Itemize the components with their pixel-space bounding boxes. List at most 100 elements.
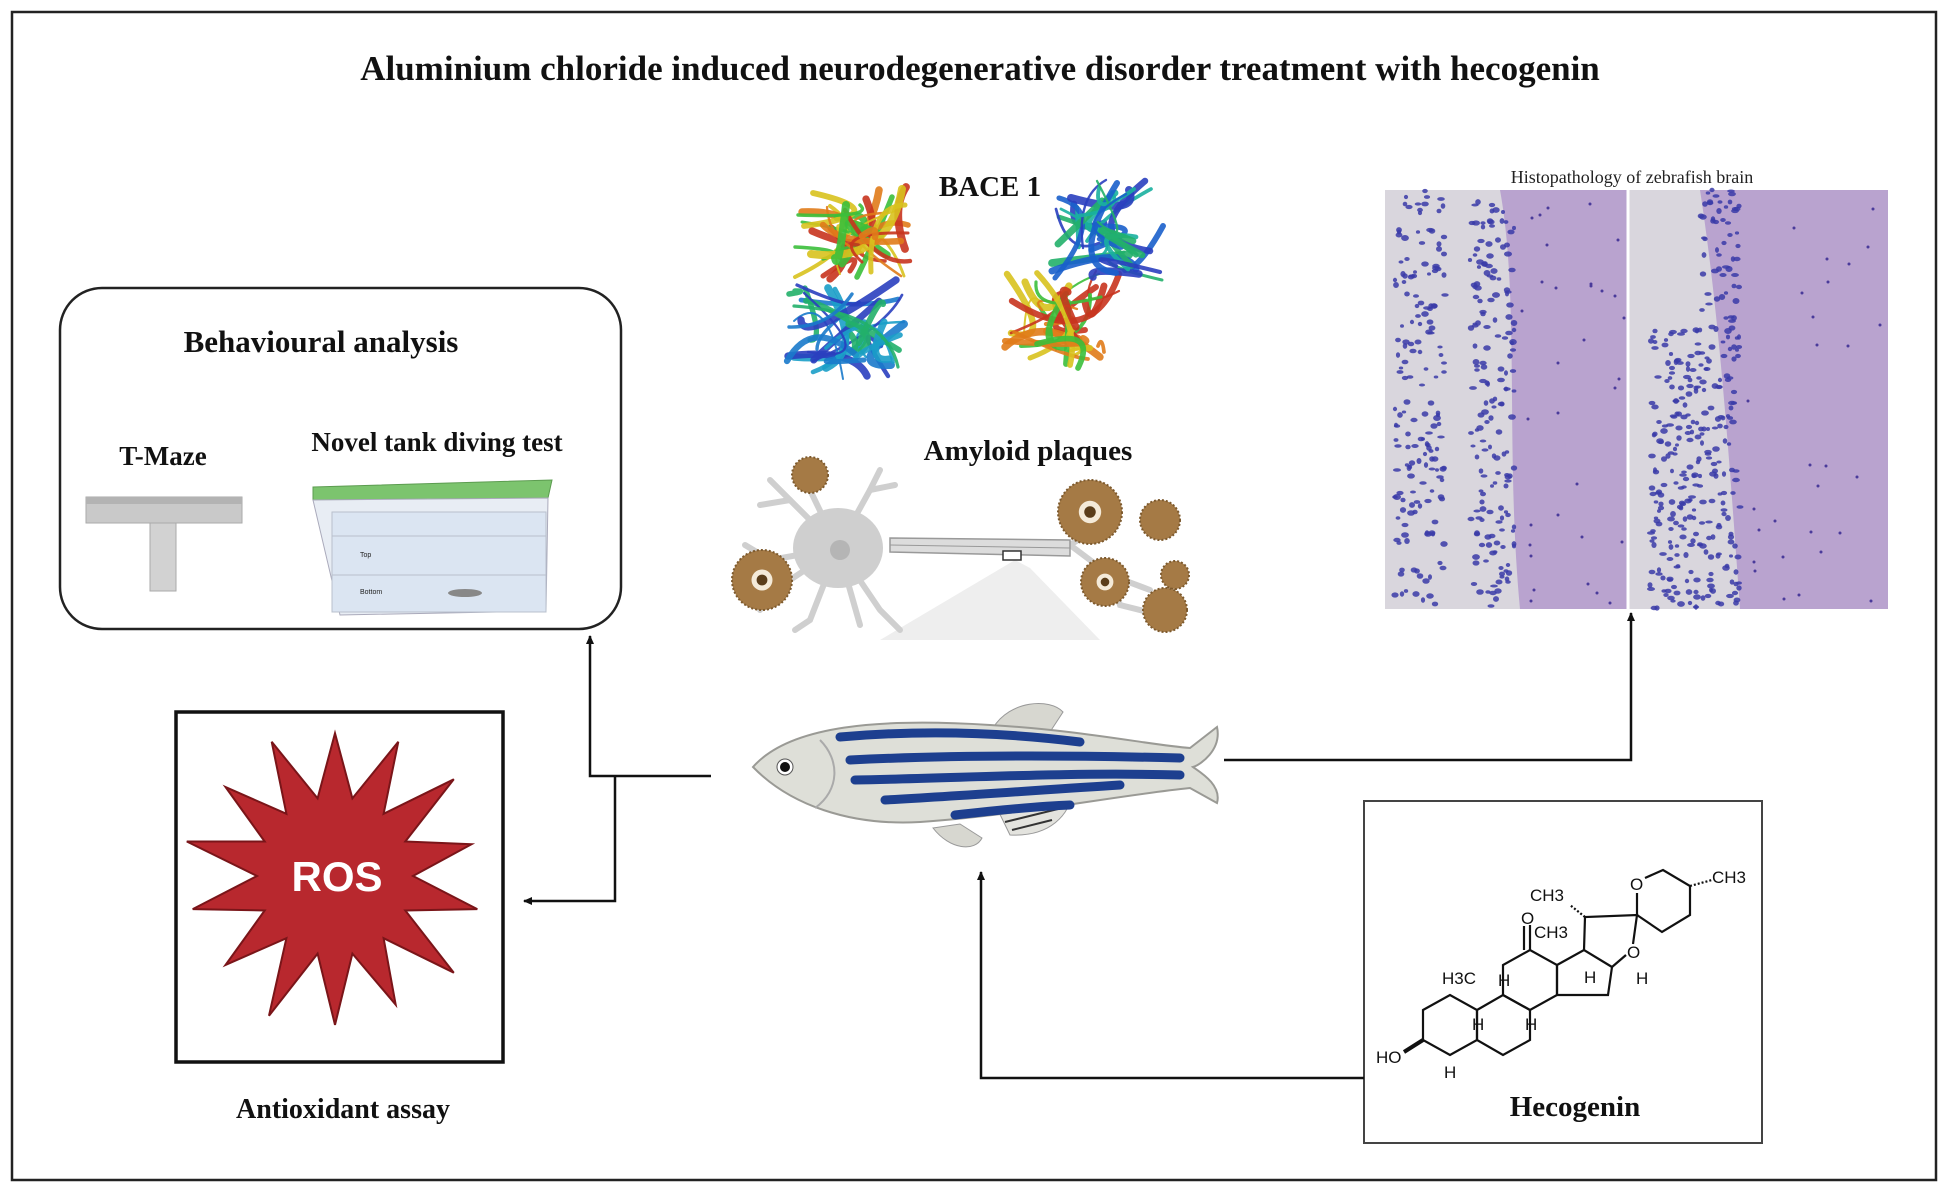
cell-nucleus xyxy=(1403,399,1411,405)
amyloid-plaque xyxy=(1139,499,1181,541)
cell-nucleus xyxy=(1677,524,1685,528)
ros-text: ROS xyxy=(291,853,382,900)
cell-nucleus xyxy=(1701,387,1707,393)
cell-nucleus xyxy=(1670,468,1674,474)
cell-nucleus xyxy=(1480,364,1488,370)
cell-nucleus xyxy=(1684,498,1692,504)
cell-nucleus xyxy=(1725,334,1731,340)
amyloid-plaque xyxy=(1160,560,1190,590)
cell-nucleus xyxy=(1688,495,1696,499)
cell-nucleus xyxy=(1753,569,1757,573)
cell-nucleus xyxy=(1723,373,1731,379)
arrow-to-antioxidant xyxy=(523,776,617,905)
cell-nucleus xyxy=(1504,290,1512,294)
cell-nucleus xyxy=(1723,424,1729,430)
cell-nucleus xyxy=(1424,441,1430,447)
protein-ribbon xyxy=(1034,280,1103,305)
cell-nucleus xyxy=(1686,514,1694,520)
amyloid-label: Amyloid plaques xyxy=(924,435,1133,467)
cell-nucleus xyxy=(1495,579,1503,585)
cell-nucleus xyxy=(1435,410,1441,416)
behavioural-heading: Behavioural analysis xyxy=(184,324,459,359)
cell-nucleus xyxy=(1503,510,1509,514)
cell-nucleus xyxy=(1713,296,1721,302)
cell-nucleus xyxy=(1486,274,1494,278)
cell-nucleus xyxy=(1589,284,1593,288)
cell-nucleus xyxy=(1726,416,1734,420)
cell-nucleus xyxy=(1496,277,1502,281)
cell-nucleus xyxy=(1436,246,1442,252)
cell-nucleus xyxy=(1673,590,1681,596)
cell-nucleus xyxy=(1720,218,1726,222)
cell-nucleus xyxy=(1428,325,1436,331)
hecogenin-structure xyxy=(1402,868,1713,1057)
cell-nucleus xyxy=(1717,377,1723,383)
cell-nucleus xyxy=(1393,494,1401,500)
cell-nucleus xyxy=(1677,332,1685,336)
cell-nucleus xyxy=(1735,353,1741,359)
cell-nucleus xyxy=(1729,579,1735,585)
cell-nucleus xyxy=(1426,227,1434,233)
cell-nucleus xyxy=(1414,568,1420,574)
cell-nucleus xyxy=(1501,210,1505,214)
tank-zone-bottom: Bottom xyxy=(360,589,382,596)
cell-nucleus xyxy=(1507,473,1513,479)
cell-nucleus xyxy=(1651,542,1657,548)
atom-ho: HO xyxy=(1376,1048,1402,1067)
cell-nucleus xyxy=(1720,500,1726,506)
cell-nucleus xyxy=(1421,201,1429,207)
cell-nucleus xyxy=(1509,348,1517,352)
cell-nucleus xyxy=(1819,550,1823,554)
cell-nucleus xyxy=(1504,242,1510,248)
cell-nucleus xyxy=(1687,353,1695,359)
cell-nucleus xyxy=(1676,411,1682,417)
atom-h: H xyxy=(1472,1015,1484,1034)
cell-nucleus xyxy=(1781,555,1785,559)
cell-nucleus xyxy=(1417,321,1423,327)
cell-nucleus xyxy=(1401,280,1407,284)
cell-nucleus xyxy=(1505,314,1513,320)
cell-nucleus xyxy=(1683,552,1689,558)
cell-nucleus xyxy=(1698,351,1706,355)
cell-nucleus xyxy=(1393,438,1399,442)
cell-nucleus xyxy=(1486,509,1494,515)
cell-nucleus xyxy=(1441,465,1447,471)
cell-nucleus xyxy=(1719,273,1727,277)
cell-nucleus xyxy=(1467,258,1473,262)
cell-nucleus xyxy=(1654,605,1660,611)
cell-nucleus xyxy=(1673,565,1681,569)
cell-nucleus xyxy=(1396,227,1402,233)
cell-nucleus xyxy=(1732,298,1740,304)
cell-nucleus xyxy=(1648,569,1656,575)
protein-ribbon xyxy=(1088,223,1128,253)
cell-nucleus xyxy=(1701,426,1707,432)
atom-o-ring2: O xyxy=(1627,943,1640,962)
cell-nucleus xyxy=(1480,474,1488,478)
cell-nucleus xyxy=(1668,527,1674,531)
cell-nucleus xyxy=(1665,453,1671,459)
cell-nucleus xyxy=(1709,471,1717,477)
cell-nucleus xyxy=(1682,402,1688,408)
cell-nucleus xyxy=(1705,520,1713,524)
cell-nucleus xyxy=(1673,359,1681,363)
cell-nucleus xyxy=(1393,282,1399,288)
cell-nucleus xyxy=(1507,229,1515,235)
cell-nucleus xyxy=(1711,426,1719,430)
cell-nucleus xyxy=(1647,587,1655,591)
cell-nucleus xyxy=(1440,203,1446,209)
cell-nucleus xyxy=(1478,542,1486,548)
protein-ribbon xyxy=(1098,257,1163,275)
cell-nucleus xyxy=(1660,428,1668,434)
cell-nucleus xyxy=(1600,289,1604,293)
cell-nucleus xyxy=(1672,446,1678,452)
cell-nucleus xyxy=(1727,189,1735,193)
cell-nucleus xyxy=(1693,594,1701,600)
cell-nucleus xyxy=(1476,425,1484,431)
cell-nucleus xyxy=(1474,368,1480,372)
cell-nucleus xyxy=(1681,470,1687,474)
cell-nucleus xyxy=(1838,531,1842,535)
cell-nucleus xyxy=(1674,553,1680,557)
cell-nucleus xyxy=(1661,589,1667,593)
atom-h: H xyxy=(1584,968,1596,987)
cell-nucleus xyxy=(1424,530,1430,536)
